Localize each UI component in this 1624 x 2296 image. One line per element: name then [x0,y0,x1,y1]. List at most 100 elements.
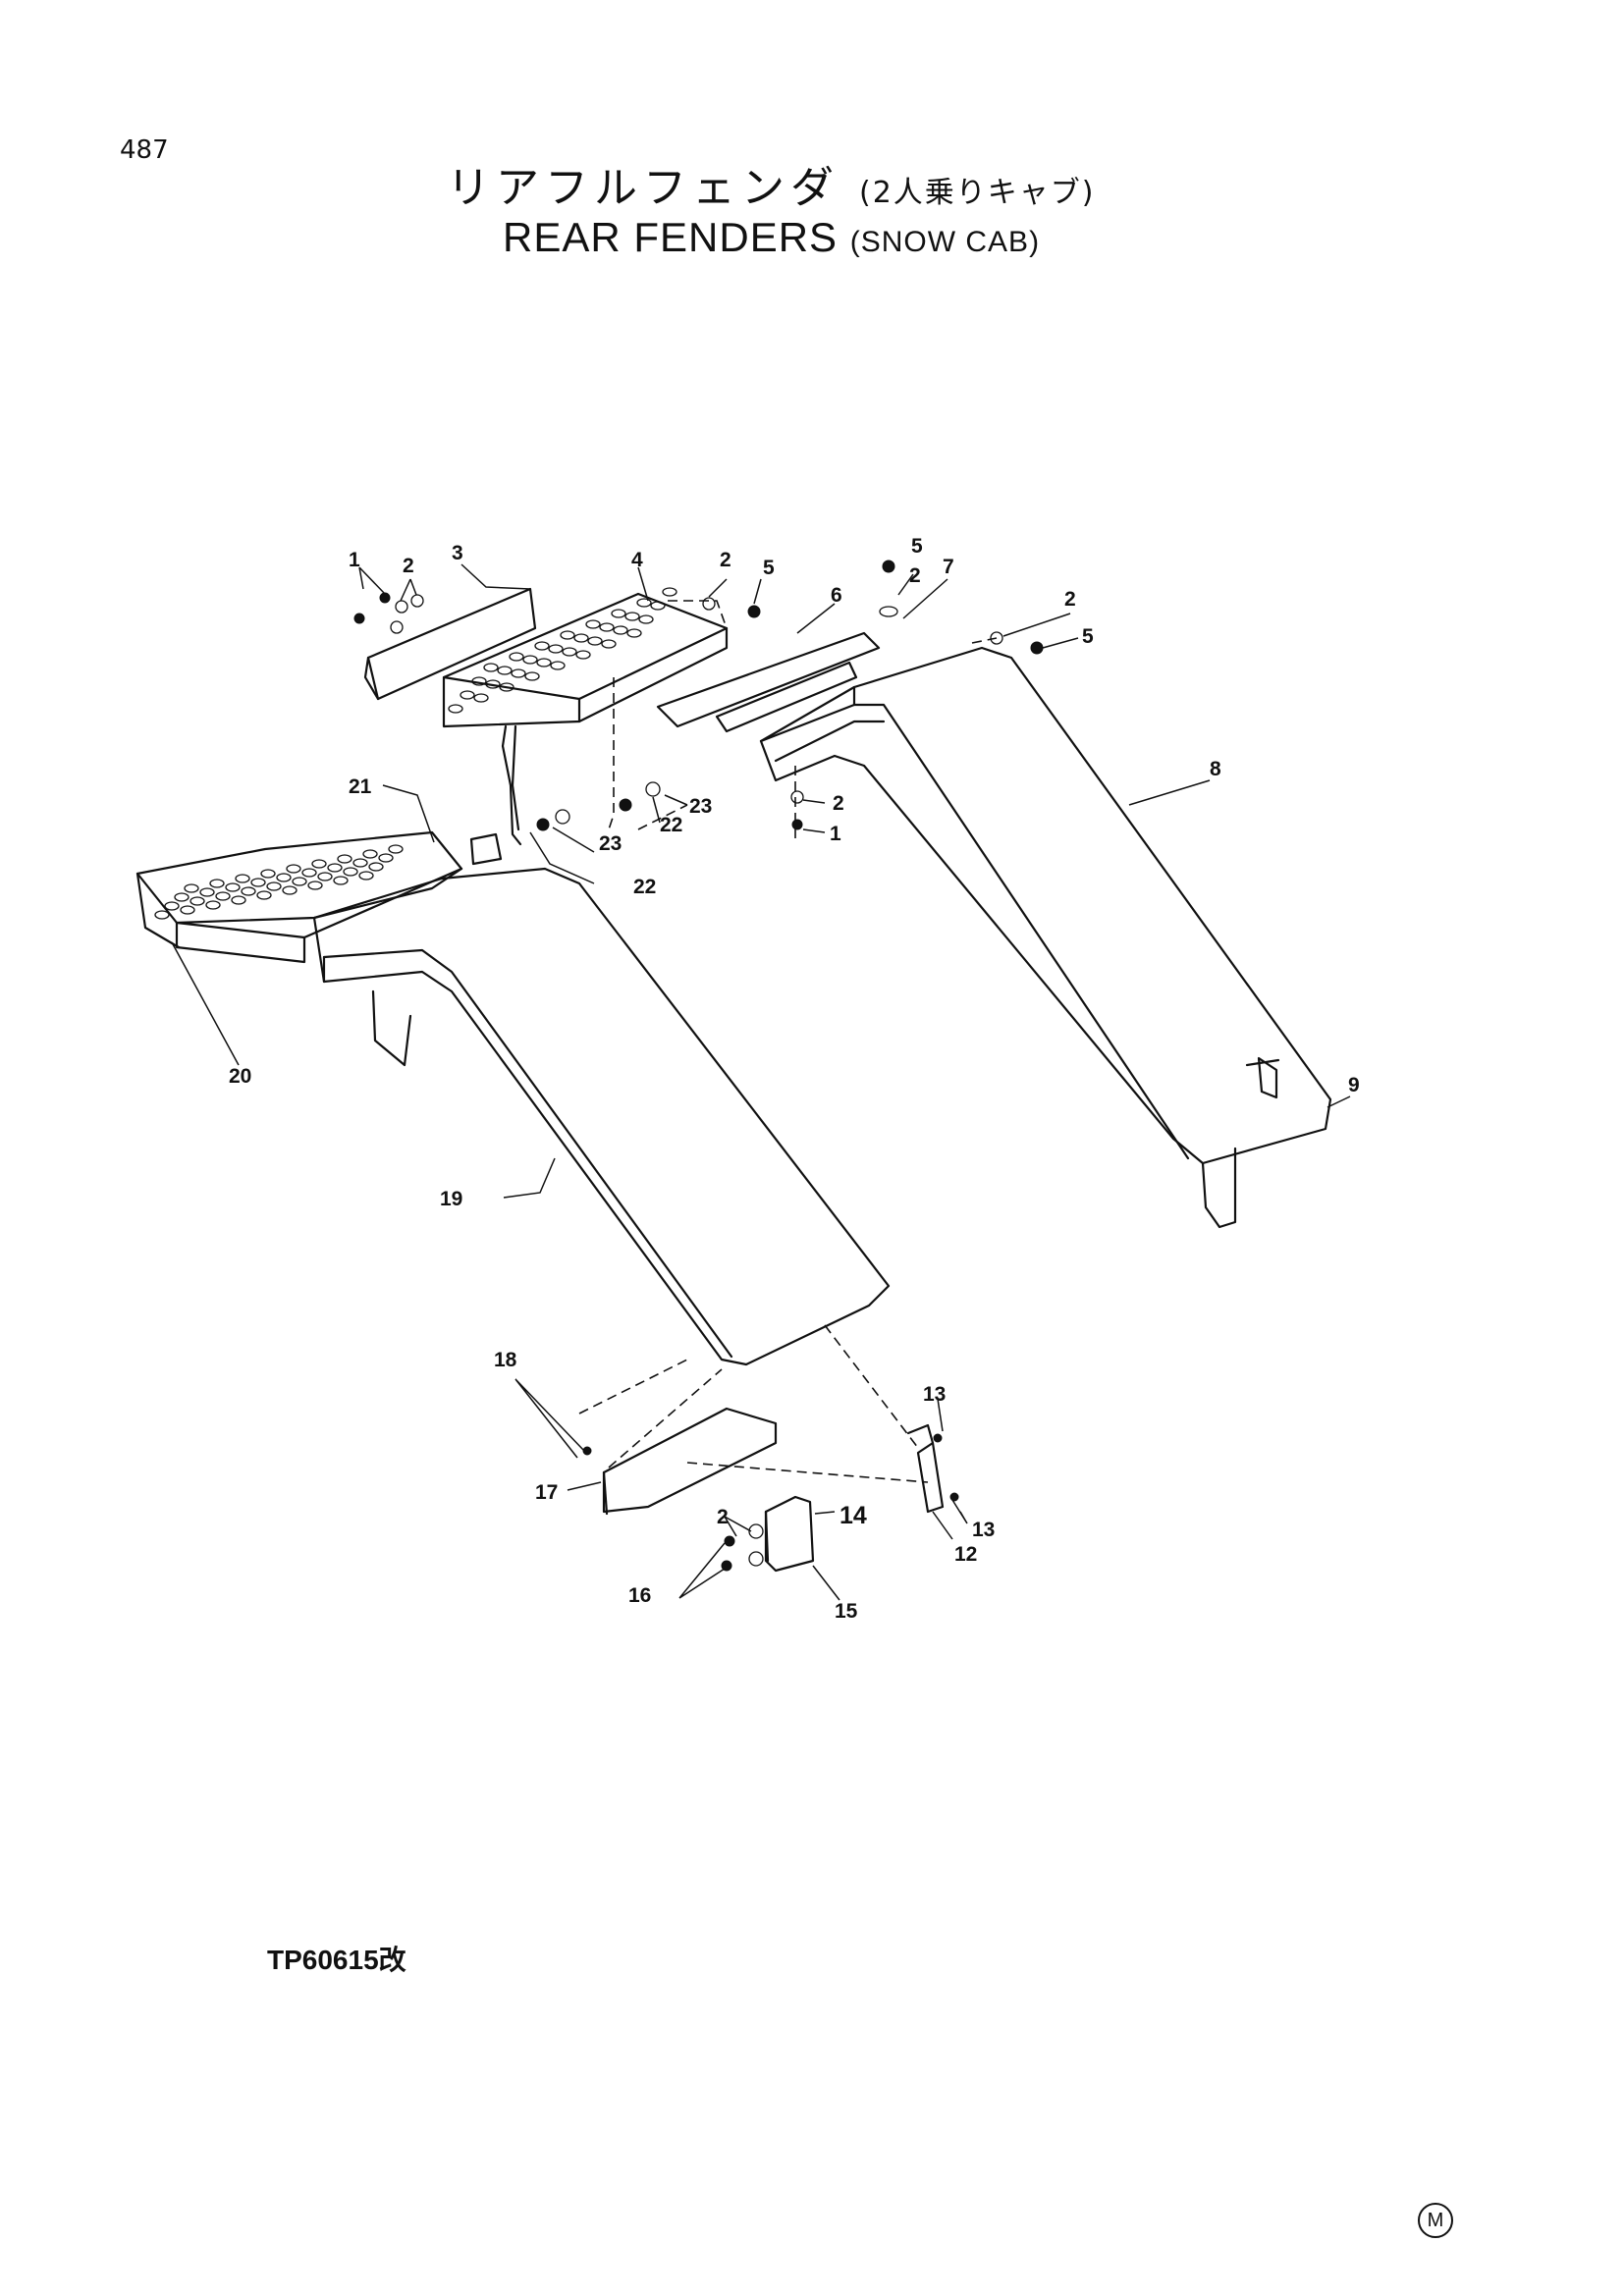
perforation-hole [333,876,349,885]
callout-1: 1 [830,823,841,845]
perforation-hole [209,879,225,888]
title-jp-sub: (2人乗りキャブ) [859,176,1096,210]
callout-2: 2 [909,564,921,587]
callout-2: 2 [717,1506,729,1528]
assembly-lines [578,600,998,1483]
perforation-hole [180,905,195,915]
callout-9: 9 [1348,1074,1360,1096]
perforation-hole [624,612,640,621]
callout-18: 18 [494,1349,517,1371]
callout-8: 8 [1210,758,1221,780]
perforation-hole [562,647,577,657]
perforation-hole [352,858,368,868]
perforation-hole [560,630,575,640]
perforation-hole [483,663,499,672]
perforation-hole [266,881,282,891]
perforation-hole [587,636,603,646]
callout-5: 5 [1082,625,1094,648]
perforation-hole [184,883,199,893]
part-8-right-fender [759,646,1332,1165]
perforation-hole [388,844,404,854]
part-6-stay [656,631,881,733]
callout-7: 7 [943,556,954,578]
perforation-hole [317,872,333,881]
callout-2: 2 [720,549,731,571]
part-20-plate [135,872,181,949]
title-jp-main: リアフルフェンダ [447,163,839,213]
perforation-hole [362,849,378,859]
perforation-hole [534,641,550,651]
perforation-hole [174,892,189,902]
perforation-hole [215,891,231,901]
leader-lines [171,563,1351,1601]
perforation-hole [485,679,501,689]
part-19-left-fender [312,832,891,1366]
title-en-main: REAR FENDERS [503,214,839,260]
perforation-hole [337,854,352,864]
callout-21: 21 [349,775,372,798]
perforation-hole [601,639,617,649]
perforation-hole [626,628,642,638]
perforation-hole [301,868,317,878]
part-3-bracket [363,587,537,701]
callout-5: 5 [911,535,923,558]
perforation-hole [548,644,564,654]
perforation-hole [499,682,514,692]
callout-22: 22 [633,876,656,898]
perforation-hole [368,862,384,872]
perforation-hole [636,598,652,608]
callout-4: 4 [631,549,643,571]
perforation-hole [550,661,566,670]
hardware [353,560,1044,1572]
perforation-hole [613,625,628,635]
perforation-hole [473,693,489,703]
callout-1: 1 [349,549,360,571]
perforation-hole [276,873,292,882]
perforation-hole [282,885,298,895]
part-15-hinge-bracket [764,1495,815,1573]
callout-15: 15 [835,1600,858,1623]
perforation-hole [585,619,601,629]
perforation-hole [235,874,250,883]
callout-22: 22 [660,814,682,836]
callout-14: 14 [839,1502,867,1529]
callout-19: 19 [440,1188,462,1210]
perforation-hole [524,671,540,681]
callout-16: 16 [628,1584,651,1607]
callout-12: 12 [954,1543,977,1566]
page-number: 487 [120,135,169,165]
perforation-hole [205,900,221,910]
perforation-hole [154,910,170,920]
perforation-hole [307,881,323,890]
perforation-hole [638,614,654,624]
perforation-hole [511,668,526,678]
part-9-bracket [1201,1056,1280,1229]
callout-2: 2 [403,555,414,577]
callout-6: 6 [831,584,842,607]
title-japanese: リアフルフェンダ (2人乗りキャブ) [447,152,1096,215]
part-12-latch [906,1423,945,1514]
perforation-hole [292,877,307,886]
perforation-hole [611,609,626,618]
perforation-hole [662,587,677,597]
callout-2: 2 [833,792,844,815]
perforation-hole [448,704,463,714]
perforation-hole [256,890,272,900]
callout-20: 20 [229,1065,251,1088]
perforation-hole [241,886,256,896]
perforation-hole [164,901,180,911]
title-english: REAR FENDERS (SNOW CAB) [503,214,1040,261]
callout-17: 17 [535,1481,558,1504]
perforation-hole [199,887,215,897]
circled-m-mark: M [1418,2203,1453,2238]
callout-13: 13 [972,1519,995,1541]
perforation-hole [599,622,615,632]
perforation-hole [225,882,241,892]
callouts: 1 2 3 4 2 5 5 2 7 6 2 5 8 21 23 22 23 22… [229,535,1360,1623]
perforation-hole [189,896,205,906]
drawing-code: TP60615改 [267,1945,406,1975]
callout-5: 5 [763,557,775,579]
part-4-upper-step [442,587,729,846]
callout-2: 2 [1064,588,1076,611]
